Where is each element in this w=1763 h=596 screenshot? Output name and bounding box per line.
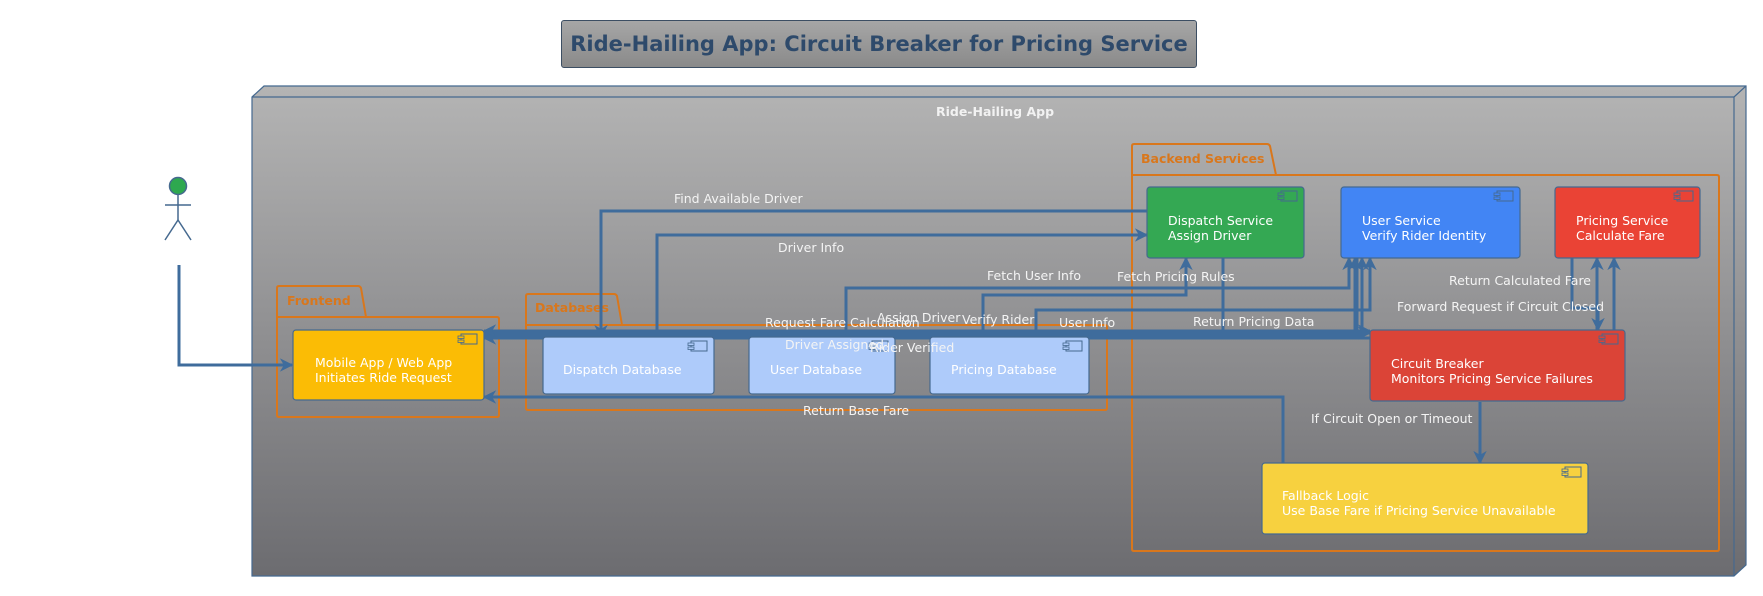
circuit-breaker-line2: Monitors Pricing Service Failures (1391, 371, 1593, 386)
label-verify-rider: Verify Rider (962, 312, 1035, 327)
component-mobile-app[interactable]: Mobile App / Web App Initiates Ride Requ… (292, 329, 485, 401)
label-if-open: If Circuit Open or Timeout (1311, 411, 1473, 426)
component-pricing-service[interactable]: Pricing Service Calculate Fare (1554, 186, 1701, 259)
edges (177, 209, 1621, 465)
edge-user-info (1034, 256, 1377, 336)
edge-fetch-user-info (844, 256, 1356, 336)
diagram-title: Ride-Hailing App: Circuit Breaker for Pr… (570, 32, 1188, 56)
label-return-pricing-data: Return Pricing Data (1193, 314, 1314, 329)
mobile-app-line2: Initiates Ride Request (315, 370, 452, 385)
component-user-service[interactable]: User Service Verify Rider Identity (1340, 186, 1521, 259)
dispatch-service-line2: Assign Driver (1168, 228, 1252, 243)
label-return-base-fare: Return Base Fare (803, 403, 909, 418)
package-backend-services: Backend Services (1131, 143, 1720, 552)
label-fetch-user-info: Fetch User Info (987, 268, 1081, 283)
label-return-calculated-fare: Return Calculated Fare (1449, 273, 1591, 288)
component-dispatch-database[interactable]: Dispatch Database (542, 336, 715, 395)
actor-head (168, 176, 188, 196)
circuit-breaker-line1: Circuit Breaker (1391, 356, 1484, 371)
edge-actor-to-app (177, 265, 294, 372)
package-databases: Databases (525, 293, 1108, 411)
label-assign-driver: Assign Driver (877, 310, 961, 325)
fallback-line1: Fallback Logic (1282, 488, 1369, 503)
package-backend-label: Backend Services (1141, 151, 1264, 166)
edge-return-base-fare (482, 390, 1285, 463)
component-fallback-logic[interactable]: Fallback Logic Use Base Fare if Pricing … (1261, 462, 1589, 535)
label-forward-request: Forward Request if Circuit Closed (1397, 299, 1604, 314)
edge-rider-verified (482, 258, 1359, 338)
label-rider-verified: Rider Verified (870, 340, 954, 355)
edge-labels: Find Available Driver Driver Info Fetch … (674, 191, 1604, 426)
user-service-line1: User Service (1362, 213, 1441, 228)
label-driver-info: Driver Info (778, 240, 844, 255)
pricing-service-line1: Pricing Service (1576, 213, 1669, 228)
edge-fetch-pricing-rules (981, 256, 1193, 336)
label-user-info: User Info (1059, 315, 1115, 330)
user-service-line2: Verify Rider Identity (1362, 228, 1487, 243)
mobile-app-line1: Mobile App / Web App (315, 355, 452, 370)
component-pricing-database[interactable]: Pricing Database (929, 336, 1090, 395)
edge-find-driver (594, 209, 1147, 339)
component-circuit-breaker[interactable]: Circuit Breaker Monitors Pricing Service… (1369, 329, 1626, 402)
pricing-db-label: Pricing Database (951, 362, 1057, 377)
fallback-line2: Use Base Fare if Pricing Service Unavail… (1282, 503, 1556, 518)
package-frontend: Frontend (276, 285, 500, 418)
dispatch-service-line1: Dispatch Service (1168, 213, 1273, 228)
component-dispatch-service[interactable]: Dispatch Service Assign Driver (1146, 186, 1305, 259)
package-frontend-label: Frontend (287, 293, 351, 308)
label-request-fare: Request Fare Calculation (765, 315, 920, 330)
actor-rider (164, 176, 192, 241)
label-find-driver: Find Available Driver (674, 191, 803, 206)
dispatch-db-label: Dispatch Database (563, 362, 682, 377)
label-fetch-pricing-rules: Fetch Pricing Rules (1117, 269, 1235, 284)
diagram-title-box: Ride-Hailing App: Circuit Breaker for Pr… (561, 20, 1197, 68)
user-db-label: User Database (770, 362, 862, 377)
component-user-database[interactable]: User Database (748, 336, 896, 395)
package-databases-label: Databases (535, 300, 609, 315)
edge-driver-info (655, 228, 1149, 337)
label-driver-assigned: Driver Assigned (785, 337, 884, 352)
node-label: Ride-Hailing App (936, 104, 1054, 119)
edge-return-pricing-data (1221, 258, 1372, 340)
pricing-service-line2: Calculate Fare (1576, 228, 1665, 243)
